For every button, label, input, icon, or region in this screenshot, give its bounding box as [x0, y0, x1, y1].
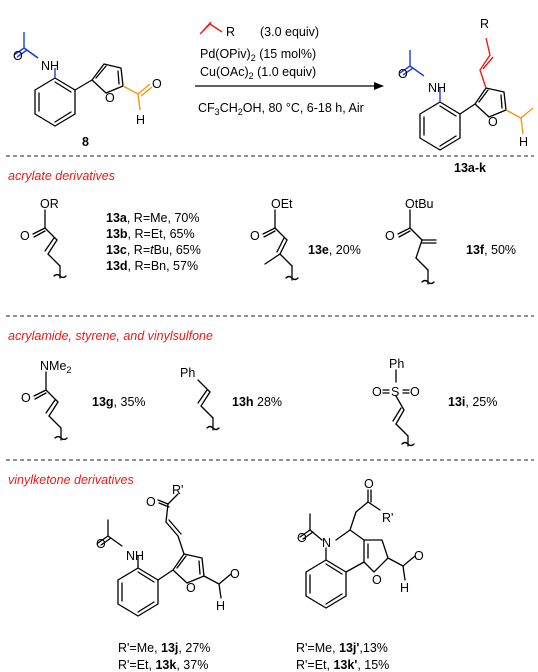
product-13j-k-structure [97, 493, 232, 617]
group-Ph-h: Ph [180, 366, 195, 380]
entry-13jp: R'=Me, 13j',13% [296, 641, 388, 655]
condition-catalyst: Pd(OPiv)2 (15 mol%) [200, 47, 316, 63]
group-Rprime-j: R' [172, 483, 183, 497]
NH-j: NH [126, 549, 144, 563]
product-aldehyde-H: H [519, 135, 528, 149]
entry-13g: 13g, 35% [92, 395, 146, 409]
acrylate-e-O: O [250, 229, 260, 243]
group-Ph-i: Ph [389, 357, 404, 371]
sulfone-O-left: O [372, 385, 382, 399]
acrylate-fragment-13a-d [32, 209, 67, 279]
sulfone-O-right: O [410, 385, 420, 399]
sm-aldehyde-H: H [136, 113, 145, 127]
reaction-arrow [195, 82, 384, 90]
entry-13b: 13b, R=Et, 65% [106, 227, 195, 241]
sm-carbonyl-O: O [13, 49, 23, 63]
starting-material-8 [13, 32, 153, 127]
sm-furan-O: O [105, 91, 115, 105]
group-OtBu: OtBu [405, 197, 434, 211]
product-NH: NH [428, 81, 446, 95]
group-NMe2: NMe2 [40, 359, 71, 375]
acrylate-fragment-13e [262, 209, 299, 281]
condition-solvent: CF3CH2OH, 80 °C, 6-18 h, Air [198, 101, 364, 117]
entry-13f: 13f, 50% [466, 243, 516, 257]
product-R: R [480, 17, 489, 31]
ketone-O-jp: O [364, 477, 374, 491]
sm-label: 8 [82, 135, 89, 149]
entry-13h: 13h 28% [232, 395, 282, 409]
styrene-fragment-13h [197, 379, 220, 431]
group-OR: OR [40, 197, 59, 211]
entry-13i: 13i, 25% [448, 395, 497, 409]
sm-aldehyde-O: O [152, 77, 162, 91]
acrylate-f-O: O [385, 229, 395, 243]
product-carbonyl-O: O [398, 67, 408, 81]
aldehyde-H-j: H [216, 599, 225, 613]
aldehyde-O-j: O [230, 567, 240, 581]
product-label: 13a-k [454, 161, 486, 175]
amide-O-j: O [96, 537, 106, 551]
entry-13c: 13c, R=tBu, 65% [106, 243, 201, 257]
furan-O-j: O [186, 581, 196, 595]
furan-O-jp: O [372, 573, 382, 587]
sulfone-S: S [391, 385, 399, 399]
group-OEt: OEt [271, 197, 293, 211]
section-title-acrylate: acrylate derivatives [8, 169, 115, 183]
vinylsulfone-fragment-13i [382, 369, 415, 447]
product-13a-k [399, 37, 534, 151]
entry-13kp: R'=Et, 13k', 15% [296, 658, 389, 672]
sm-NH: NH [41, 59, 59, 73]
entry-13a: 13a, R=Me, 70% [106, 211, 199, 225]
group-Rprime-jp: R' [382, 511, 393, 525]
product-13jp-kp-structure [299, 489, 416, 609]
aldehyde-H-jp: H [400, 581, 409, 595]
entry-13k: R'=Et, 13k, 37% [118, 658, 208, 672]
condition-oxidant: Cu(OAc)2 (1.0 equiv) [200, 65, 316, 81]
ketone-O-j: O [146, 495, 156, 509]
entry-13e: 13e, 20% [308, 243, 361, 257]
acrylamide-fragment-13g [33, 371, 68, 441]
aldehyde-O-jp: O [414, 549, 424, 563]
reagent-equiv: (3.0 equiv) [260, 25, 319, 39]
section-title-ketone: vinylketone derivatives [8, 473, 134, 487]
amide-O-jp: O [297, 531, 307, 545]
acrylate-O: O [20, 229, 30, 243]
section-title-amide: acrylamide, styrene, and vinylsulfone [8, 329, 213, 343]
reagent-R: R [226, 25, 235, 39]
alkene-reagent [199, 21, 223, 35]
product-furan-O: O [488, 115, 498, 129]
acrylate-fragment-13f [397, 209, 437, 285]
entry-13d: 13d, R=Bn, 57% [106, 259, 198, 273]
N-jp: N [322, 536, 331, 550]
amide-O: O [21, 391, 31, 405]
entry-13j: R'=Me, 13j, 27% [118, 641, 210, 655]
